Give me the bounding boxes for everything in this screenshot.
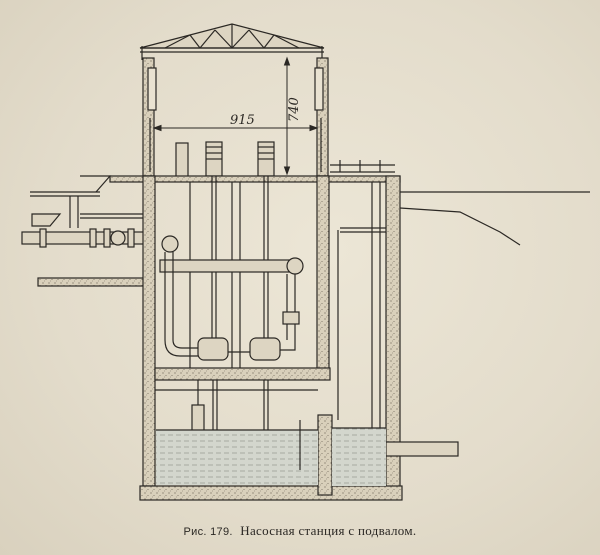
figure-caption: Рис. 179. Насосная станция с подвалом. [0,523,600,539]
caption-text: Насосная станция с подвалом. [240,523,417,538]
pumps [164,337,296,361]
pump-shafts [189,176,269,368]
ground-line-left [37,277,147,287]
right-shaft [330,160,395,440]
motors [175,141,275,178]
building-walls [139,175,403,501]
inlet-pipeline [21,228,151,248]
right-embankment [399,191,590,246]
dimension-lines [152,56,319,176]
water-well [156,427,386,486]
ground-floor-slab [30,175,401,228]
discharge-pipe [159,235,304,340]
height-dimension-label: 740 [287,97,302,122]
figure-number: Рис. 179. [183,526,233,538]
roof-truss [139,23,325,60]
width-dimension-label: 915 [230,113,255,128]
basement-details [155,389,318,470]
outlet-pipe [385,441,459,457]
